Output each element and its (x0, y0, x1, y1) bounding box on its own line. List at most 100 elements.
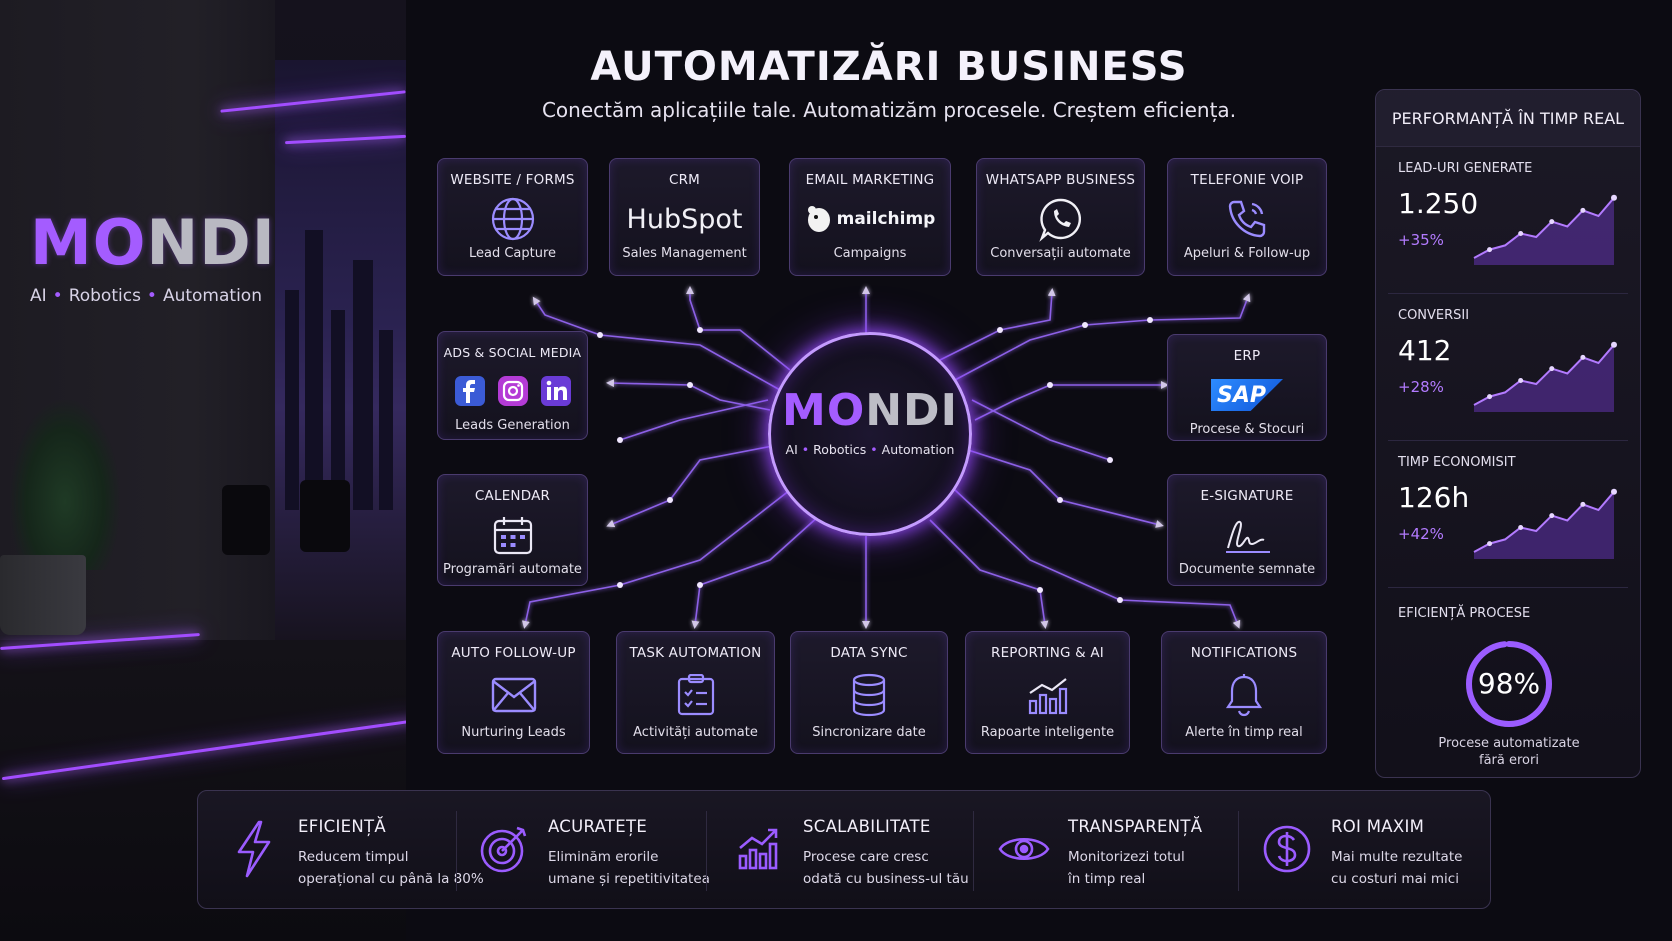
card-task-automation[interactable]: TASK AUTOMATION Activități automate (616, 631, 775, 754)
card-website-forms[interactable]: WEBSITE / FORMS Lead Capture (437, 158, 588, 276)
card-subtitle: Conversații automate (990, 246, 1131, 261)
card-notifications[interactable]: NOTIFICATIONS Alerte în timp real (1161, 631, 1327, 754)
wire-node (697, 582, 703, 588)
wire-node (1047, 382, 1053, 388)
card-subtitle: Apeluri & Follow-up (1183, 246, 1311, 261)
metric-label: TIMP ECONOMISIT (1398, 455, 1516, 470)
card-email-marketing[interactable]: EMAIL MARKETING mailchimp Campaigns (789, 158, 951, 276)
card-reporting-ai[interactable]: REPORTING & AI Rapoarte inteligente (965, 631, 1130, 754)
wire-node (1057, 497, 1063, 503)
sparkline-point (1487, 541, 1493, 547)
benefit-line2: odată cu business-ul tău (803, 871, 969, 887)
eye-icon (998, 819, 1050, 879)
wire-node (687, 382, 693, 388)
card-ads-social-media[interactable]: ADS & SOCIAL MEDIA Leads Generation (437, 331, 588, 440)
social-media-icons (438, 368, 587, 414)
city-building (353, 260, 373, 510)
city-building (379, 330, 393, 510)
benefit-title: EFICIENȚĂ (298, 817, 387, 836)
benefit-title: TRANSPARENȚĂ (1068, 817, 1203, 836)
metric-sparkline (1473, 194, 1617, 265)
card-title: TELEFONIE VOIP (1190, 172, 1304, 188)
benefit-line2: umane și repetitivitatea (548, 871, 710, 887)
card-subtitle: Programări automate (443, 562, 582, 577)
metric-value: 126h (1398, 481, 1470, 514)
card-erp[interactable]: ERP SAP Procese & Stocuri (1167, 334, 1327, 441)
card-title: CALENDAR (474, 488, 551, 504)
performance-title: PERFORMANȚĂ ÎN TIMP REAL (1376, 90, 1640, 147)
benefit-separator (456, 811, 457, 891)
metric-leads: LEAD-URI GENERATE 1.250 +35% (1388, 147, 1628, 294)
card-telefonie-voip[interactable]: TELEFONIE VOIP Apeluri & Follow-up (1167, 158, 1327, 276)
card-title: WHATSAPP BUSINESS (985, 172, 1136, 188)
card-title: NOTIFICATIONS (1190, 645, 1298, 661)
envelope-icon (438, 669, 589, 721)
hubspot-logo-text: HubSpot (626, 203, 743, 235)
benefit-description: Procese care cresc odată cu business-ul t… (803, 846, 969, 890)
tag-robotics: Robotics (68, 286, 141, 306)
benefit-title: ROI MAXIM (1331, 817, 1425, 836)
card-subtitle: Alerte în timp real (1185, 725, 1303, 740)
card-calendar[interactable]: CALENDAR Programări automate (437, 474, 588, 586)
city-building (285, 290, 299, 510)
metric-conversions: CONVERSII 412 +28% (1388, 294, 1628, 441)
wire-node (597, 332, 603, 338)
sparkline-point (1549, 366, 1555, 372)
card-title: REPORTING & AI (991, 645, 1104, 661)
hub-tag-dot: • (801, 442, 810, 457)
metric-value: 1.250 (1398, 187, 1479, 220)
office-chair (222, 485, 270, 555)
card-whatsapp-business[interactable]: WHATSAPP BUSINESS Conversații automate (976, 158, 1145, 276)
office-background: MONDI AI•Robotics•Automation (0, 0, 406, 941)
linkedin-icon (540, 376, 571, 406)
tag-automation: Automation (162, 286, 262, 306)
card-auto-follow-up[interactable]: AUTO FOLLOW-UP Nurturing Leads (437, 631, 590, 754)
brand-letters-rest: NDI (146, 206, 276, 279)
plant-pot (0, 555, 86, 635)
sparkline-point (1611, 488, 1617, 495)
card-subtitle: Procese & Stocuri (1189, 422, 1305, 437)
lightning-icon (228, 819, 280, 879)
sparkline-point (1518, 525, 1524, 530)
wire-node (617, 437, 623, 443)
card-subtitle: Documente semnate (1178, 562, 1316, 577)
wire-node (1147, 317, 1153, 323)
card-e-signature[interactable]: E-SIGNATURE Documente semnate (1167, 474, 1327, 586)
sap-logo-shape: SAP (1211, 379, 1283, 411)
city-building (331, 310, 345, 510)
wire-node (667, 497, 673, 503)
hub-tagline: AI•Robotics•Automation (771, 442, 969, 457)
card-crm[interactable]: CRM HubSpot Sales Management (609, 158, 760, 276)
wire-esign (967, 449, 1164, 528)
sparkline-point (1580, 501, 1586, 507)
mailchimp-logo-text: mailchimp (836, 209, 936, 229)
benefit-line2: operațional cu până la 80% (298, 871, 484, 887)
metric-label: LEAD-URI GENERATE (1398, 161, 1533, 176)
dollar-icon (1261, 819, 1313, 879)
benefit-line1: Procese care cresc (803, 849, 929, 865)
hub-wordmark: MONDI (771, 389, 969, 433)
sparkline-point (1549, 219, 1555, 225)
benefit-separator (973, 811, 974, 891)
sparkline-area (1474, 344, 1614, 412)
city-building (305, 230, 323, 510)
card-title: AUTO FOLLOW-UP (451, 645, 576, 661)
card-title: TASK AUTOMATION (629, 645, 762, 661)
checklist-icon (617, 669, 774, 721)
brand-tagline: AI•Robotics•Automation (30, 286, 280, 306)
card-data-sync[interactable]: DATA SYNC Sincronizare date (790, 631, 948, 754)
benefit-line2: cu costuri mai mici (1331, 871, 1459, 887)
tag-dot: • (52, 286, 63, 306)
wire-reporting (929, 519, 1049, 629)
benefit-separator (1238, 811, 1239, 891)
card-title: ADS & SOCIAL MEDIA (443, 345, 582, 360)
wire-task (691, 514, 821, 629)
benefit-title: SCALABILITATE (803, 817, 931, 836)
database-icon (791, 669, 947, 721)
hub-letter-m: M (782, 385, 827, 436)
central-hub: MONDI AI•Robotics•Automation (768, 332, 972, 536)
benefit-line1: Monitorizezi totul (1068, 849, 1185, 865)
benefit-line1: Eliminăm erorile (548, 849, 659, 865)
tag-dot: • (146, 286, 157, 306)
